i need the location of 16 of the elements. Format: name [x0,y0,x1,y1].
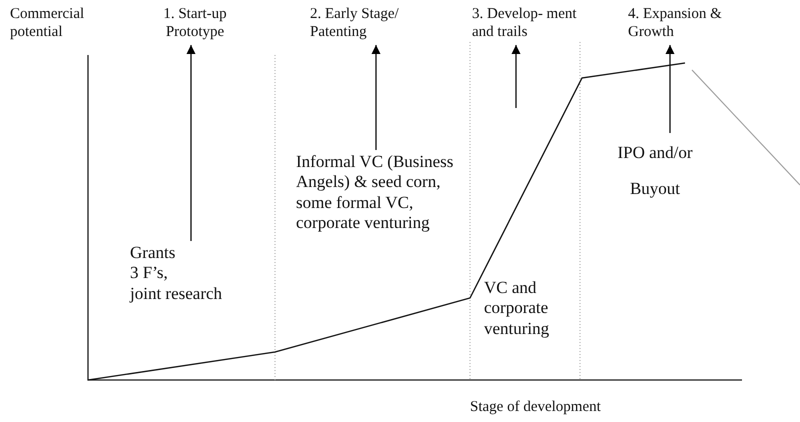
arrow [512,45,520,108]
stage-heading: 4. Expansion & Growth [628,5,723,41]
stage-heading: 2. Early Stage/ Patenting [310,5,400,41]
funding-source-text: IPO and/or Buyout [616,142,694,200]
arrow [666,45,674,133]
funding-source-text: Grants [130,243,176,264]
funding-source-text: VC and corporate venturing [484,278,550,340]
arrow [186,45,196,241]
arrow [372,45,380,150]
funding-source-text: Informal VC (Business Angels) & seed corn, some formal VC, corporate venturing [296,152,454,234]
stage-heading: 1. Start-up Prototype [162,5,228,41]
stage-heading: 3. Develop- ment and trails [472,5,578,41]
funding-source-text: 3 F’s, [130,263,169,284]
axis-label: Commercial potential [10,5,86,41]
funding-source-text: joint research [130,284,224,304]
axis-label: Stage of development [470,398,602,416]
